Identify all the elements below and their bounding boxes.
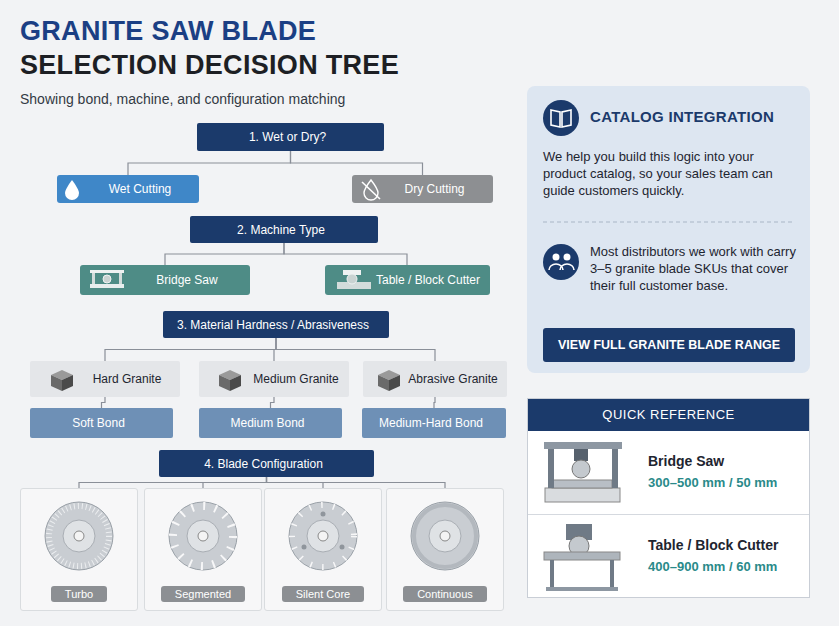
material-box: Medium Granite <box>199 361 349 397</box>
blade-dimensions: 300–500 mm / 50 mm <box>648 475 809 490</box>
catalog-icon <box>543 100 579 136</box>
box-label: Abrasive Granite <box>408 372 497 386</box>
page-title: GRANITE SAW BLADE <box>20 16 316 47</box>
separator-line <box>543 222 795 223</box>
box-label: 4. Blade Configuration <box>204 457 323 471</box>
bond-box: Soft Bond <box>30 408 173 438</box>
box-label: Table / Block Cutter <box>376 273 480 287</box>
block-cutter-icon <box>337 270 371 289</box>
box-label: Dry Cutting <box>404 182 464 196</box>
box-label: Bridge Saw <box>156 273 217 287</box>
option-box: Wet Cutting <box>57 175 199 203</box>
no-water-icon <box>362 180 380 200</box>
tree-connector <box>165 243 284 265</box>
panel-heading: QUICK REFERENCE <box>528 399 809 431</box>
decision-step: 1. Wet or Dry? <box>197 123 384 151</box>
machine-name: Bridge Saw <box>648 453 809 469</box>
decision-step: 2. Machine Type <box>190 216 378 243</box>
tree-connector <box>128 151 291 175</box>
material-box: Abrasive Granite <box>363 361 507 397</box>
blade-label: Continuous <box>403 586 487 602</box>
box-label: Soft Bond <box>72 416 125 430</box>
box-label: Medium Bond <box>230 416 304 430</box>
box-label: 2. Machine Type <box>237 223 325 237</box>
tree-connector <box>434 397 435 408</box>
blade-label: Silent Core <box>282 586 364 602</box>
granite-cube-icon <box>51 370 400 391</box>
blade-label: Turbo <box>51 586 107 602</box>
machine-box: Table / Block Cutter <box>325 265 490 295</box>
material-box: Hard Granite <box>30 361 180 397</box>
blade-card: Continuous <box>386 488 504 611</box>
decision-step: 4. Blade Configuration <box>159 450 374 477</box>
tree-connector <box>267 477 446 488</box>
tree-connector <box>291 151 423 175</box>
bridge-saw-drawing <box>544 442 622 502</box>
tree-connector <box>102 397 106 408</box>
tree-connector <box>284 243 407 265</box>
box-label: Medium Granite <box>253 372 338 386</box>
panel-body: We help you build this logic into your p… <box>543 148 798 222</box>
silent-core-blade <box>289 502 357 570</box>
machine-box: Bridge Saw <box>80 265 250 295</box>
continuous-blade <box>411 502 479 570</box>
bond-box: Medium Bond <box>199 408 342 438</box>
people-icon <box>543 244 579 280</box>
tree-connector <box>271 397 275 408</box>
blade-label: Segmented <box>161 586 245 602</box>
bridge-saw-icon <box>90 270 124 288</box>
cta-button: VIEW FULL GRANITE BLADE RANGE <box>543 328 795 362</box>
blade-dimensions: 400–900 mm / 60 mm <box>648 559 809 574</box>
reference-row: Table / Block Cutter 400–900 mm / 60 mm <box>528 514 809 598</box>
page-title-line: SELECTION DECISION TREE <box>20 50 399 81</box>
machine-name: Table / Block Cutter <box>648 537 809 553</box>
panel-body: Most distributors we work with carry 3–5… <box>590 243 802 294</box>
box-label: 3. Material Hardness / Abrasiveness <box>177 318 369 332</box>
tree-connector <box>105 338 276 361</box>
reference-panel: QUICK REFERENCE Bridge Saw 300–500 mm / 50… <box>527 398 810 598</box>
decision-step: 3. Material Hardness / Abrasiveness <box>163 311 389 338</box>
box-label: Hard Granite <box>93 372 162 386</box>
blade-card: Segmented <box>144 488 262 611</box>
segmented-blade <box>169 502 237 570</box>
info-panel: CATALOG INTEGRATION We help you build thi… <box>527 86 810 373</box>
button-label: VIEW FULL GRANITE BLADE RANGE <box>558 338 780 352</box>
box-label: Wet Cutting <box>109 182 171 196</box>
panel-heading: CATALOG INTEGRATION <box>590 108 810 126</box>
tree-connector <box>276 338 435 361</box>
box-label: 1. Wet or Dry? <box>249 130 326 144</box>
option-box: Dry Cutting <box>352 175 493 203</box>
blade-card: Silent Core <box>264 488 382 611</box>
drop-icon <box>65 180 79 200</box>
reference-row: Bridge Saw 300–500 mm / 50 mm <box>528 430 809 514</box>
tree-connector <box>79 477 267 488</box>
turbo-blade <box>45 502 113 570</box>
blade-card: Turbo <box>20 488 138 611</box>
box-label: Medium-Hard Bond <box>379 416 483 430</box>
bond-box: Medium-Hard Bond <box>362 408 506 438</box>
subtitle: Showing bond, machine, and configuration… <box>20 91 345 107</box>
tree-connector <box>203 477 267 488</box>
block-cutter-drawing <box>544 524 620 591</box>
